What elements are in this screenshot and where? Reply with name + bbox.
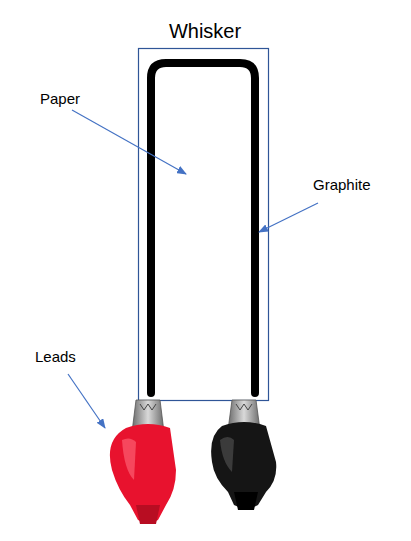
leader-arrow (68, 374, 105, 428)
leader-arrow (259, 203, 318, 232)
leader-arrow (72, 110, 186, 174)
paper-outline (139, 49, 269, 401)
part-label: Graphite (313, 176, 371, 193)
diagram-title: Whisker (169, 20, 241, 43)
black-lead-clip (211, 400, 276, 510)
part-label: Paper (40, 90, 80, 107)
graphite-trace (151, 63, 255, 393)
part-label: Leads (35, 348, 76, 365)
red-lead-clip (110, 400, 176, 524)
